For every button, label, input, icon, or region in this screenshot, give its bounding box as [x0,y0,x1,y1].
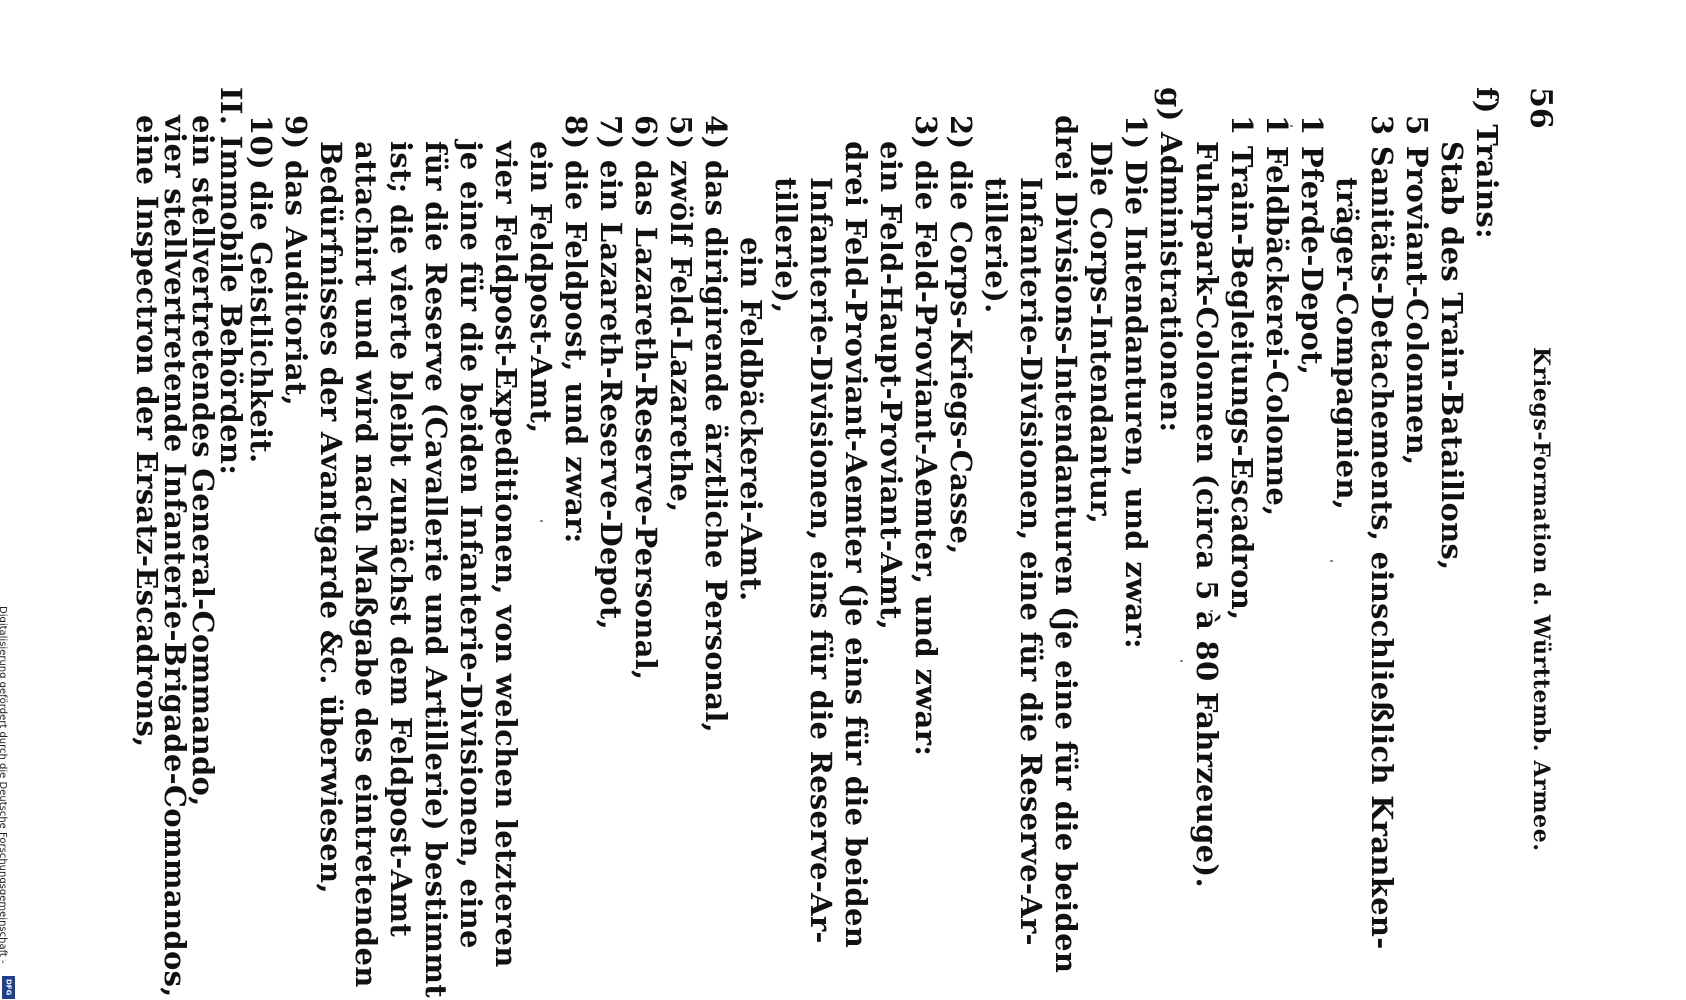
text-line: Infanterie-Divisionen, eins für die Rese… [804,177,838,944]
scan-speck [1060,640,1063,642]
text-line: drei Divisions-Intendanturen (je eine fü… [1049,115,1083,974]
text-line: 10) die Geistlichkeit. [244,115,278,464]
scan-speck [1180,660,1183,662]
scan-speck [1290,125,1293,127]
text-line: 1 Feldbäckerei-Colonne, [1260,115,1294,517]
text-line: 2) die Corps-Kriegs-Casse, [944,115,978,555]
text-line: Fuhrpark-Colonnen (circa 5 à 80 Fahrzeug… [1190,141,1224,888]
text-line: eine Inspectron der Ersatz-Escadrons, [130,115,164,748]
scan-speck [1330,560,1333,562]
scan-speck [540,520,543,522]
text-line: ein Feldpost-Amt, [524,141,558,434]
scan-speck [820,600,823,602]
text-line: 1 Pferde-Depot, [1295,115,1329,376]
text-line: ist; die vierte bleibt zunächst dem Feld… [384,141,418,938]
text-line: 8) die Feldpost, und zwar: [559,115,593,544]
text-line: 9) das Auditoriat, [279,115,313,407]
text-line: für die Reserve (Cavallerie und Artiller… [419,141,453,998]
text-line: drei Feld-Proviant-Aemter (je eins für d… [839,141,873,949]
digitization-note-text: Digitalisierung gefördert durch die Deut… [0,606,8,964]
text-line: 1 Train-Begleitungs-Escadron, [1225,115,1259,621]
text-line: 4) das dirigirende ärztliche Personal, [699,115,733,734]
text-line: Die Corps-Intendantur, [1084,141,1118,525]
text-line: träger-Compagnien, [1330,177,1364,511]
text-line: tillerie). [979,177,1013,314]
text-line: 3 Sanitäts-Detachements, einschließlich … [1365,115,1399,950]
text-line: ein Feldbäckerei-Amt. [734,237,768,602]
text-line: Bedürfnisses der Avantgarde &c. überwies… [314,141,348,894]
text-line: 7) ein Lazareth-Reserve-Depot, [594,115,628,630]
text-line: ein Feld-Haupt-Proviant-Amt, [874,141,908,631]
section-heading-administrationen: g) Administrationen: [1154,87,1188,433]
text-line: Infanterie-Divisionen, eine für die Rese… [1014,177,1048,946]
text-line: 5 Proviant-Colonnen, [1400,115,1434,466]
text-line: Stab des Train-Bataillons, [1435,141,1469,571]
page-number: 56 [1523,87,1558,129]
digitization-note: Digitalisierung gefördert durch die Deut… [0,606,16,1000]
text-line: tillerie), [769,177,803,314]
text-line: je eine für die beiden Infanterie-Divisi… [454,141,488,949]
text-line: 6) das Lazareth-Reserve-Personal, [629,115,663,681]
text-line: 3) die Feld-Proviant-Aemter, und zwar: [909,115,943,757]
text-line: attachirt und wird nach Maßgabe des eint… [349,141,383,988]
rotated-text-block: 56 Kriegs-Formation d. Württemb. Armee. … [130,87,1558,998]
dfg-logo: DFG [2,976,15,999]
text-line: vier Feldpost-Expeditionen, von welchen … [489,141,523,968]
scan-speck [1210,610,1213,612]
text-line: 5) zwölf Feld-Lazarethe, [664,115,698,513]
section-heading-trains: f) Trains: [1470,87,1504,239]
running-head: Kriegs-Formation d. Württemb. Armee. [1528,347,1554,852]
text-line: 1) Die Intendanturen, und zwar: [1119,115,1153,649]
